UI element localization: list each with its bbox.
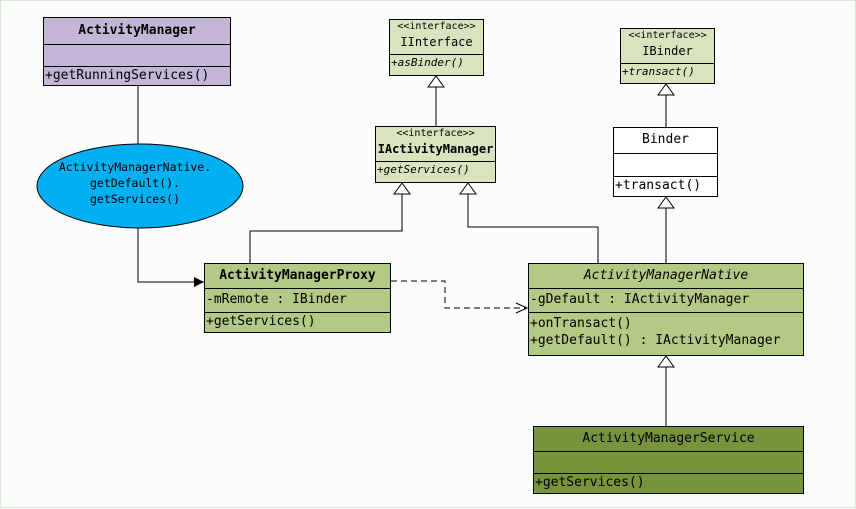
stereotype-label: <<interface>> bbox=[397, 21, 476, 32]
class-activity-manager-service: ActivityManagerService +getServices() bbox=[533, 426, 804, 494]
call-to-proxy-arrowhead bbox=[194, 277, 204, 287]
class-activity-manager: ActivityManager +getRunningServices() bbox=[43, 17, 231, 86]
class-name: IInterface bbox=[400, 35, 473, 49]
call-note-ellipse bbox=[36, 143, 244, 229]
iam-extends-iinterface-arrowhead bbox=[427, 75, 445, 88]
class-name: ActivityManagerService bbox=[582, 431, 755, 446]
proxy-to-native-dependency bbox=[391, 280, 526, 309]
interface-iinterface: <<interface>> IInterface +asBinder() bbox=[389, 19, 484, 76]
class-name: Binder bbox=[642, 132, 689, 147]
method-item: +onTransact() bbox=[530, 316, 632, 331]
attribute-item: -gDefault : IActivityManager bbox=[529, 288, 803, 312]
call-note-line: ActivityManagerNative. bbox=[58, 160, 212, 174]
class-name: ActivityManagerProxy bbox=[219, 268, 376, 283]
method-item: +getServices() bbox=[205, 312, 390, 332]
native-implements-iam-arrowhead bbox=[459, 182, 477, 195]
method-item: +getServices() bbox=[534, 473, 803, 493]
interface-iactivity-manager: <<interface>> IActivityManager +getServi… bbox=[375, 126, 496, 183]
call-note-line: getServices() bbox=[89, 192, 180, 206]
proxy-implements-iam-line bbox=[249, 194, 403, 263]
native-implements-iam-line bbox=[467, 194, 599, 263]
method-item: +getServices() bbox=[376, 161, 495, 182]
class-name: IActivityManager bbox=[377, 142, 494, 156]
class-name: ActivityManagerNative bbox=[583, 268, 749, 283]
call-to-proxy-connector bbox=[137, 228, 204, 283]
class-activity-manager-native: ActivityManagerNative -gDefault : IActiv… bbox=[528, 263, 804, 356]
call-note-line: getDefault(). bbox=[89, 176, 180, 190]
method-item: +transact() bbox=[621, 63, 714, 83]
proxy-implements-iam-arrowhead bbox=[393, 182, 411, 195]
class-name: IBinder bbox=[642, 44, 693, 58]
binder-implements-ibinder-arrowhead bbox=[657, 83, 675, 96]
attributes-section bbox=[44, 44, 230, 66]
proxy-to-native-dependency-arrowhead bbox=[515, 302, 529, 314]
attributes-section bbox=[614, 153, 717, 176]
method-item: +getDefault() : IActivityManager bbox=[530, 333, 781, 348]
call-note-text: ActivityManagerNative. getDefault(). get… bbox=[41, 159, 229, 207]
methods-section: +onTransact() +getDefault() : IActivityM… bbox=[529, 312, 803, 355]
interface-ibinder: <<interface>> IBinder +transact() bbox=[620, 28, 715, 84]
method-item: +getRunningServices() bbox=[44, 66, 230, 85]
method-item: +transact() bbox=[614, 176, 717, 196]
attributes-section bbox=[534, 451, 803, 473]
service-extends-native-arrowhead bbox=[657, 355, 675, 368]
class-name: ActivityManager bbox=[78, 23, 196, 38]
stereotype-label: <<interface>> bbox=[628, 30, 707, 41]
header-section: <<interface>> IBinder bbox=[621, 29, 714, 63]
class-binder: Binder +transact() bbox=[613, 127, 718, 197]
stereotype-label: <<interface>> bbox=[396, 128, 475, 139]
attribute-item: -mRemote : IBinder bbox=[205, 288, 390, 312]
method-item: +asBinder() bbox=[390, 54, 483, 75]
native-extends-binder-arrowhead bbox=[657, 196, 675, 209]
class-activity-manager-proxy: ActivityManagerProxy -mRemote : IBinder … bbox=[204, 263, 391, 333]
header-section: <<interface>> IActivityManager bbox=[376, 127, 495, 161]
header-section: <<interface>> IInterface bbox=[390, 20, 483, 54]
